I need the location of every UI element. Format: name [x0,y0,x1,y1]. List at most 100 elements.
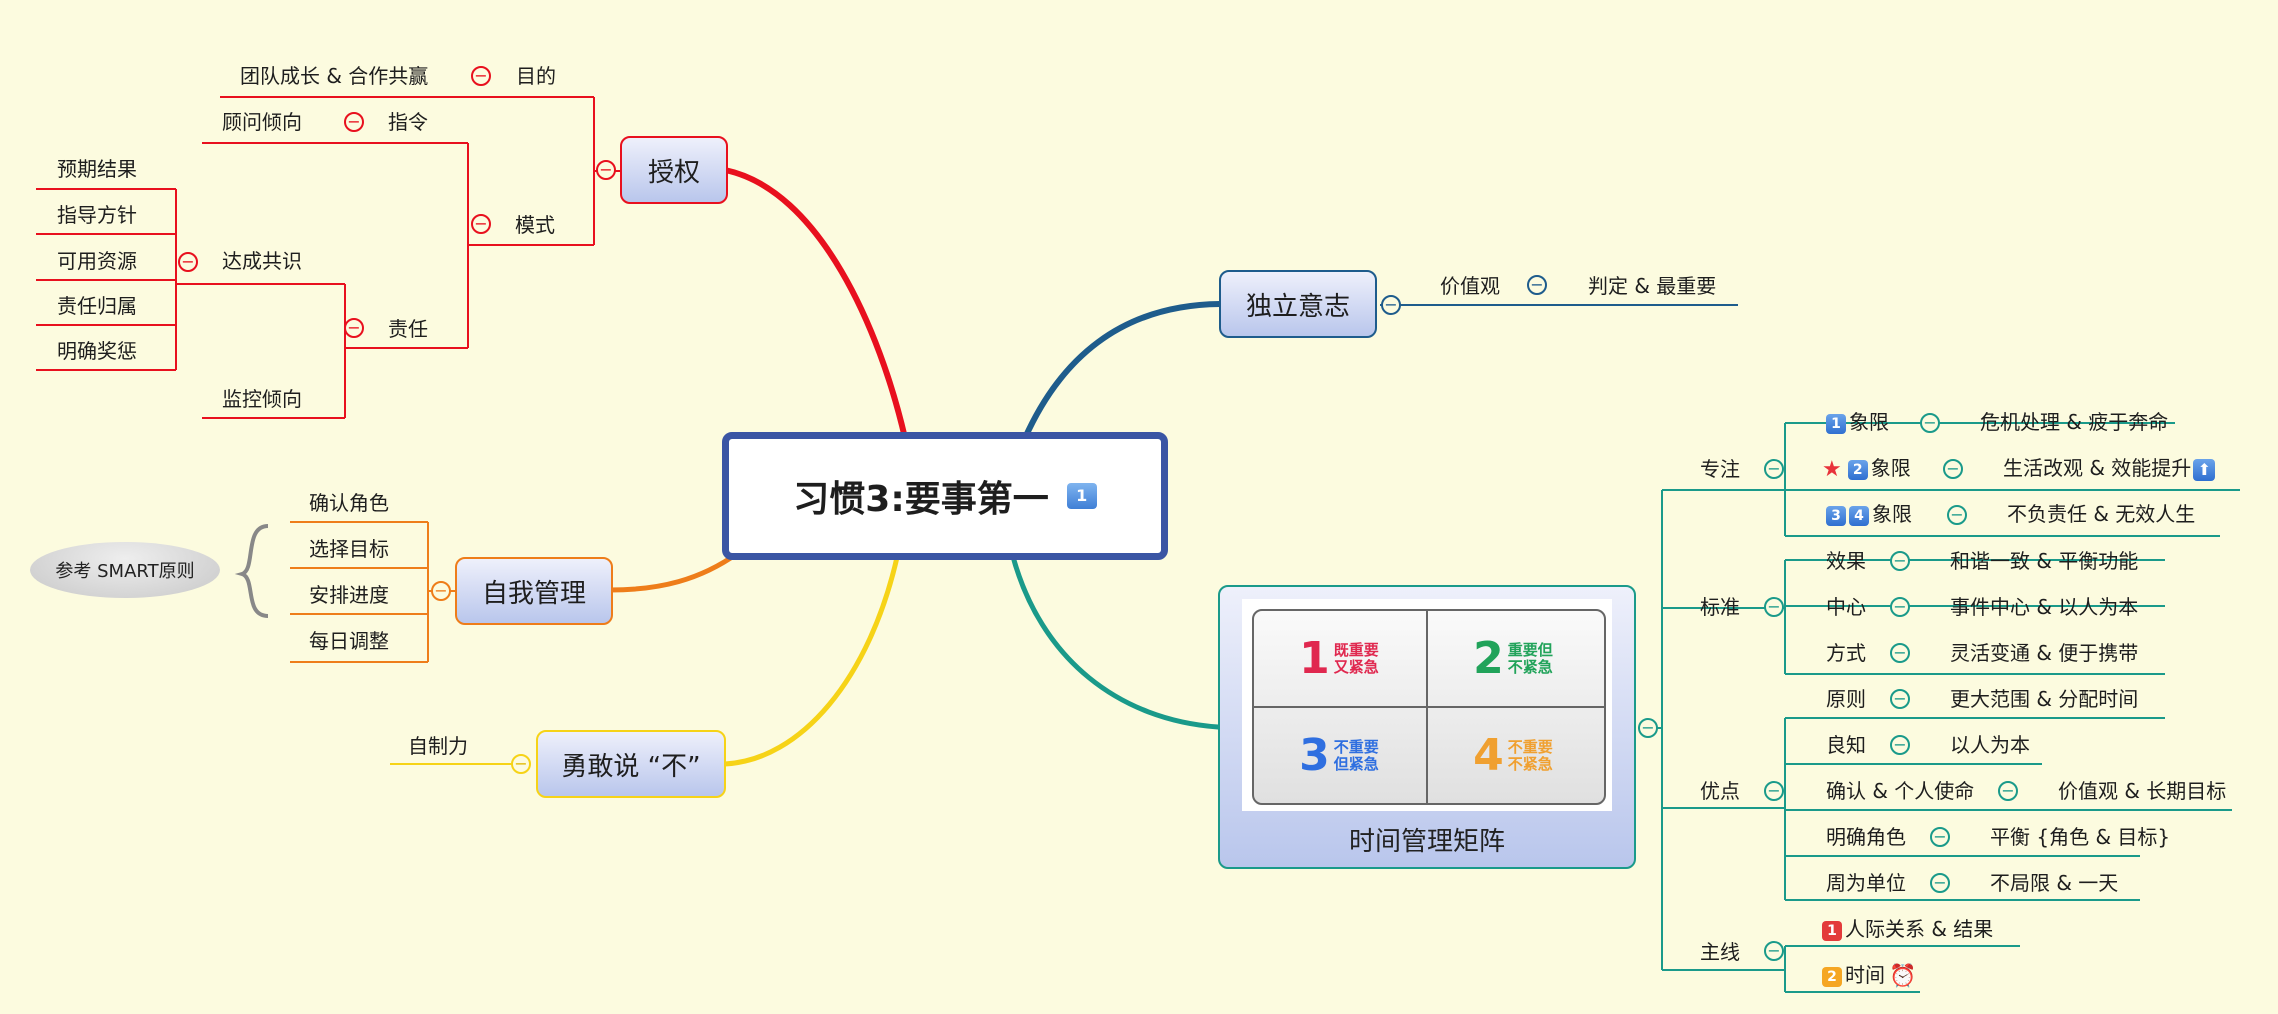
focus-q34-label: 象限 [1872,502,1912,526]
quadrant-text: 既重要 又紧急 [1333,640,1379,676]
collapse-advantage-row[interactable] [1930,873,1950,893]
arrow-up-icon: ⬆ [2193,458,2216,481]
self-manage-item: 确认角色 [309,491,389,515]
collapse-responsibility[interactable] [344,318,364,338]
smart-reference-bubble[interactable]: 参考 SMART原则 [30,542,220,598]
central-title: 习惯3:要事第一 [793,479,1049,520]
number-3-icon: 3 [1826,505,1846,526]
purpose-label: 目的 [516,64,556,88]
central-topic[interactable]: 习惯3:要事第一 1 [722,432,1168,560]
mainline-item-text: 人际关系 & 结果 [1845,917,1994,941]
collapse-consensus[interactable] [178,252,198,272]
collapse-standard-row[interactable] [1890,551,1910,571]
instruction-label: 指令 [388,110,428,134]
self-manage-item: 安排进度 [309,583,389,607]
collapse-advantage-row[interactable] [1890,735,1910,755]
quadrant-text: 重要但 不紧急 [1507,640,1553,676]
topic-self-manage[interactable]: 自我管理 [455,557,613,625]
advantage-key: 周为单位 [1826,871,1906,895]
collapse-purpose[interactable] [471,66,491,86]
focus-q34-detail: 不负责任 & 无效人生 [2007,502,2196,526]
brace-icon [234,524,269,618]
advantage-value: 平衡 {角色 & 目标} [1990,825,2171,849]
standard-value: 事件中心 & 以人为本 [1950,595,2139,619]
advantage-key: 良知 [1826,733,1866,757]
focus-q1-detail: 危机处理 & 疲于奔命 [1980,410,2169,434]
standard-value: 灵活变通 & 便于携带 [1950,641,2139,665]
standard-key: 中心 [1826,595,1866,619]
topic-authorize[interactable]: 授权 [620,136,728,204]
collapse-focus-q1[interactable] [1920,413,1940,433]
focus-label: 专注 [1700,457,1740,481]
collapse-mainline[interactable] [1764,941,1784,961]
collapse-focus-q34[interactable] [1947,505,1967,525]
standard-key: 方式 [1826,641,1866,665]
collapse-advantage-row[interactable] [1930,827,1950,847]
value-label: 价值观 [1440,274,1500,298]
topic-independent[interactable]: 独立意志 [1219,270,1377,338]
consensus-item: 明确奖惩 [57,339,137,363]
collapse-value[interactable] [1527,275,1547,295]
advantage-label: 优点 [1700,779,1740,803]
mainline-item-text: 时间 [1845,963,1885,987]
responsibility-label: 责任 [388,317,428,341]
standard-label: 标准 [1700,595,1740,619]
collapse-advantage[interactable] [1764,781,1784,801]
topic-say-no[interactable]: 勇敢说 “不” [536,730,726,798]
focus-q1-label: 象限 [1849,410,1889,434]
topic-self-manage-label: 自我管理 [481,578,586,609]
collapse-mode[interactable] [471,214,491,234]
collapse-advantage-row[interactable] [1998,781,2018,801]
collapse-instruction[interactable] [344,112,364,132]
collapse-focus[interactable] [1764,459,1784,479]
collapse-focus-q2[interactable] [1943,459,1963,479]
alarm-clock-icon: ⏰ [1889,963,1917,989]
quadrant-number: 3 [1299,730,1330,781]
self-manage-item: 每日调整 [309,629,389,653]
collapse-authorize[interactable] [596,160,616,180]
focus-q2-label: 象限 [1870,456,1911,480]
consensus-item: 可用资源 [57,249,137,273]
advantage-value: 更大范围 & 分配时间 [1950,687,2139,711]
topic-matrix-label: 时间管理矩阵 [1348,827,1505,857]
mode-label: 模式 [515,213,555,237]
advantage-key: 明确角色 [1826,825,1906,849]
consensus-item: 指导方针 [57,203,137,227]
number-2-icon: 2 [1822,966,1842,987]
advantage-value: 不局限 & 一天 [1990,871,2119,895]
purpose-detail: 团队成长 & 合作共赢 [240,64,429,88]
advantage-key: 确认 & 个人使命 [1826,779,1975,803]
collapse-standard-row[interactable] [1890,597,1910,617]
standard-key: 效果 [1826,549,1866,573]
quadrant-number: 4 [1473,730,1504,781]
collapse-self-manage[interactable] [431,581,451,601]
number-1-icon: 1 [1826,413,1846,434]
standard-value: 和谐一致 & 平衡功能 [1950,549,2139,573]
monitor-label: 监控倾向 [222,387,302,411]
topic-matrix[interactable]: 1 既重要 又紧急 2 重要但 不紧急 3 不重要 但紧急 4 不重要 不紧急 … [1218,585,1636,869]
collapse-independent[interactable] [1381,295,1401,315]
number-2-icon: 2 [1847,459,1868,480]
matrix-image: 1 既重要 又紧急 2 重要但 不紧急 3 不重要 但紧急 4 不重要 不紧急 [1242,599,1612,811]
topic-authorize-label: 授权 [647,157,700,188]
topic-say-no-label: 勇敢说 “不” [561,751,701,782]
collapse-matrix[interactable] [1638,718,1658,738]
star-icon: ★ [1822,456,1842,482]
advantage-key: 原则 [1826,687,1866,711]
collapse-standard[interactable] [1764,597,1784,617]
mainline-label: 主线 [1700,940,1740,964]
quadrant-number: 2 [1473,633,1504,684]
branch-curve-say-no [722,550,901,767]
quadrant-text: 不重要 但紧急 [1333,737,1379,773]
branch-curve-authorize [722,167,908,441]
collapse-say-no[interactable] [511,754,531,774]
collapse-advantage-row[interactable] [1890,689,1910,709]
number-1-icon: 1 [1822,920,1842,941]
collapse-standard-row[interactable] [1890,643,1910,663]
number-4-icon: 4 [1849,505,1869,526]
